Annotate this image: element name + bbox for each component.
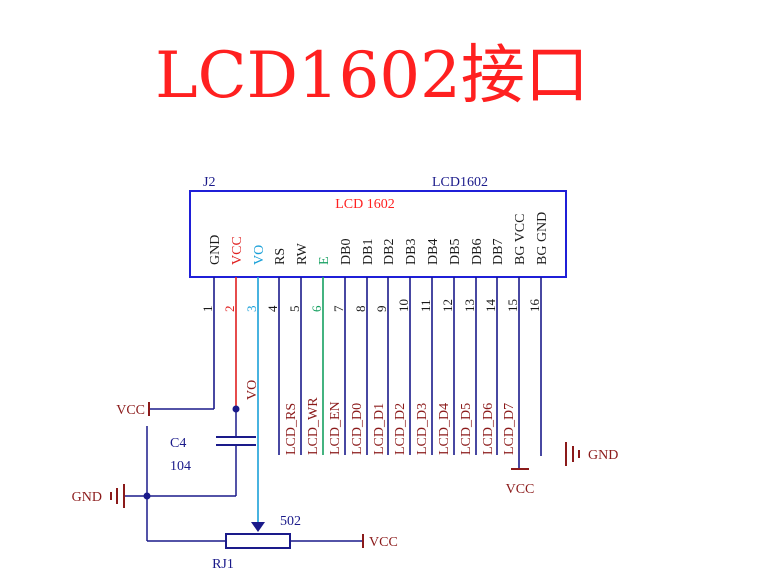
pin-name-gnd: GND [208, 235, 223, 265]
pin-name-db3: DB3 [404, 239, 419, 265]
pin-number-14: 14 [483, 299, 498, 313]
capacitor-ref: C4 [170, 436, 186, 451]
pin-name-db1: DB1 [361, 239, 376, 265]
vcc-label-pot: VCC [369, 535, 398, 550]
pin-name-rs: RS [273, 248, 288, 265]
net-label-lcd-d1: LCD_D1 [372, 403, 387, 455]
pin-name-db7: DB7 [491, 239, 506, 265]
contrast-circuit [124, 402, 364, 549]
lcd-connector: J2 LCD1602 LCD 1602 [189, 175, 567, 278]
display-name: LCD 1602 [335, 197, 395, 212]
pin-number-12: 12 [440, 299, 455, 312]
pin-name-e: E [317, 256, 332, 265]
page-title: LCD1602接口 [155, 39, 589, 113]
pin-name-bg-gnd: BG GND [535, 212, 550, 265]
net-label-lcd-d4: LCD_D4 [437, 403, 452, 455]
pin-number-16: 16 [527, 299, 542, 313]
vcc-label-left: VCC [116, 403, 145, 418]
pin-number-1: 1 [200, 306, 215, 313]
pin-number-7: 7 [331, 305, 346, 312]
net-label-lcd-d5: LCD_D5 [459, 403, 474, 455]
connector-part: LCD1602 [432, 175, 488, 190]
pin-name-vcc: VCC [230, 236, 245, 265]
pin-number-11: 11 [418, 299, 433, 312]
pin-number-5: 5 [287, 306, 302, 313]
net-label-lcd-d0: LCD_D0 [350, 403, 365, 455]
pin-name-db6: DB6 [470, 239, 485, 265]
net-label-lcd-d3: LCD_D3 [415, 403, 430, 455]
net-label-lcd-en: LCD_EN [328, 401, 343, 455]
pin-number-10: 10 [396, 299, 411, 312]
pin-number-6: 6 [309, 305, 324, 312]
gnd-symbol-left [110, 484, 125, 508]
net-label-lcd-d6: LCD_D6 [481, 403, 496, 455]
net-label-lcd-d2: LCD_D2 [393, 403, 408, 455]
connector-ref: J2 [203, 175, 215, 190]
pin-number-13: 13 [462, 299, 477, 312]
gnd-symbol-right [565, 442, 580, 466]
net-labels: VO LCD_RS LCD_WR LCD_EN LCD_D0 LCD_D1 LCD_D2 LC… [245, 380, 517, 455]
junction-vo [232, 405, 240, 413]
pin-name-bg-vcc: BG VCC [513, 214, 528, 265]
pin-name-db5: DB5 [448, 239, 463, 265]
pin-number-4: 4 [265, 305, 280, 312]
capacitor-value: 104 [170, 459, 191, 474]
pin-name-db4: DB4 [426, 239, 441, 265]
pins: GND1VCC2VO3RS4RW5E6DB07DB18DB29DB310DB41… [200, 212, 550, 522]
pin-name-db2: DB2 [382, 239, 397, 265]
pin-number-15: 15 [505, 299, 520, 312]
potentiometer-body [225, 533, 291, 549]
junction-gnd [143, 492, 151, 500]
pin-name-rw: RW [295, 242, 310, 265]
pot-wiper-arrow [251, 522, 265, 532]
pin-number-3: 3 [244, 306, 259, 313]
potentiometer-ref: RJ1 [212, 557, 234, 572]
potentiometer-value: 502 [280, 514, 301, 529]
pin-number-8: 8 [353, 306, 368, 313]
vcc-label-bgvcc: VCC [506, 482, 535, 497]
net-label-lcd-rs: LCD_RS [284, 403, 299, 455]
net-label-vo: VO [245, 380, 260, 400]
net-label-lcd-d7: LCD_D7 [502, 403, 517, 455]
gnd-label-right: GND [588, 448, 618, 463]
net-label-lcd-wr: LCD_WR [306, 397, 321, 455]
lcd-connector-box [189, 190, 567, 278]
gnd-label-left: GND [72, 490, 102, 505]
pin-number-9: 9 [374, 306, 389, 313]
pin-number-2: 2 [222, 306, 237, 313]
pin-name-db0: DB0 [339, 239, 354, 265]
pin-name-vo: VO [252, 245, 267, 265]
